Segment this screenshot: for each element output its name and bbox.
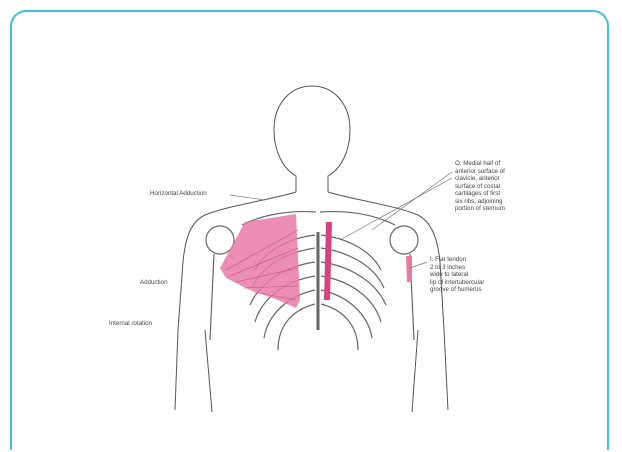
- label-horizontal-adduction: Horizontal Adduction: [150, 190, 207, 198]
- pectoralis-major-muscle: [220, 214, 412, 308]
- label-origin: O. Medial half of anterior surface of cl…: [455, 160, 545, 213]
- label-internal-rotation: Internal rotation: [109, 320, 152, 328]
- label-adduction: Adduction: [140, 279, 168, 287]
- label-insertion: I. Flat tendon 2 to 3 inches wide to lat…: [430, 256, 525, 294]
